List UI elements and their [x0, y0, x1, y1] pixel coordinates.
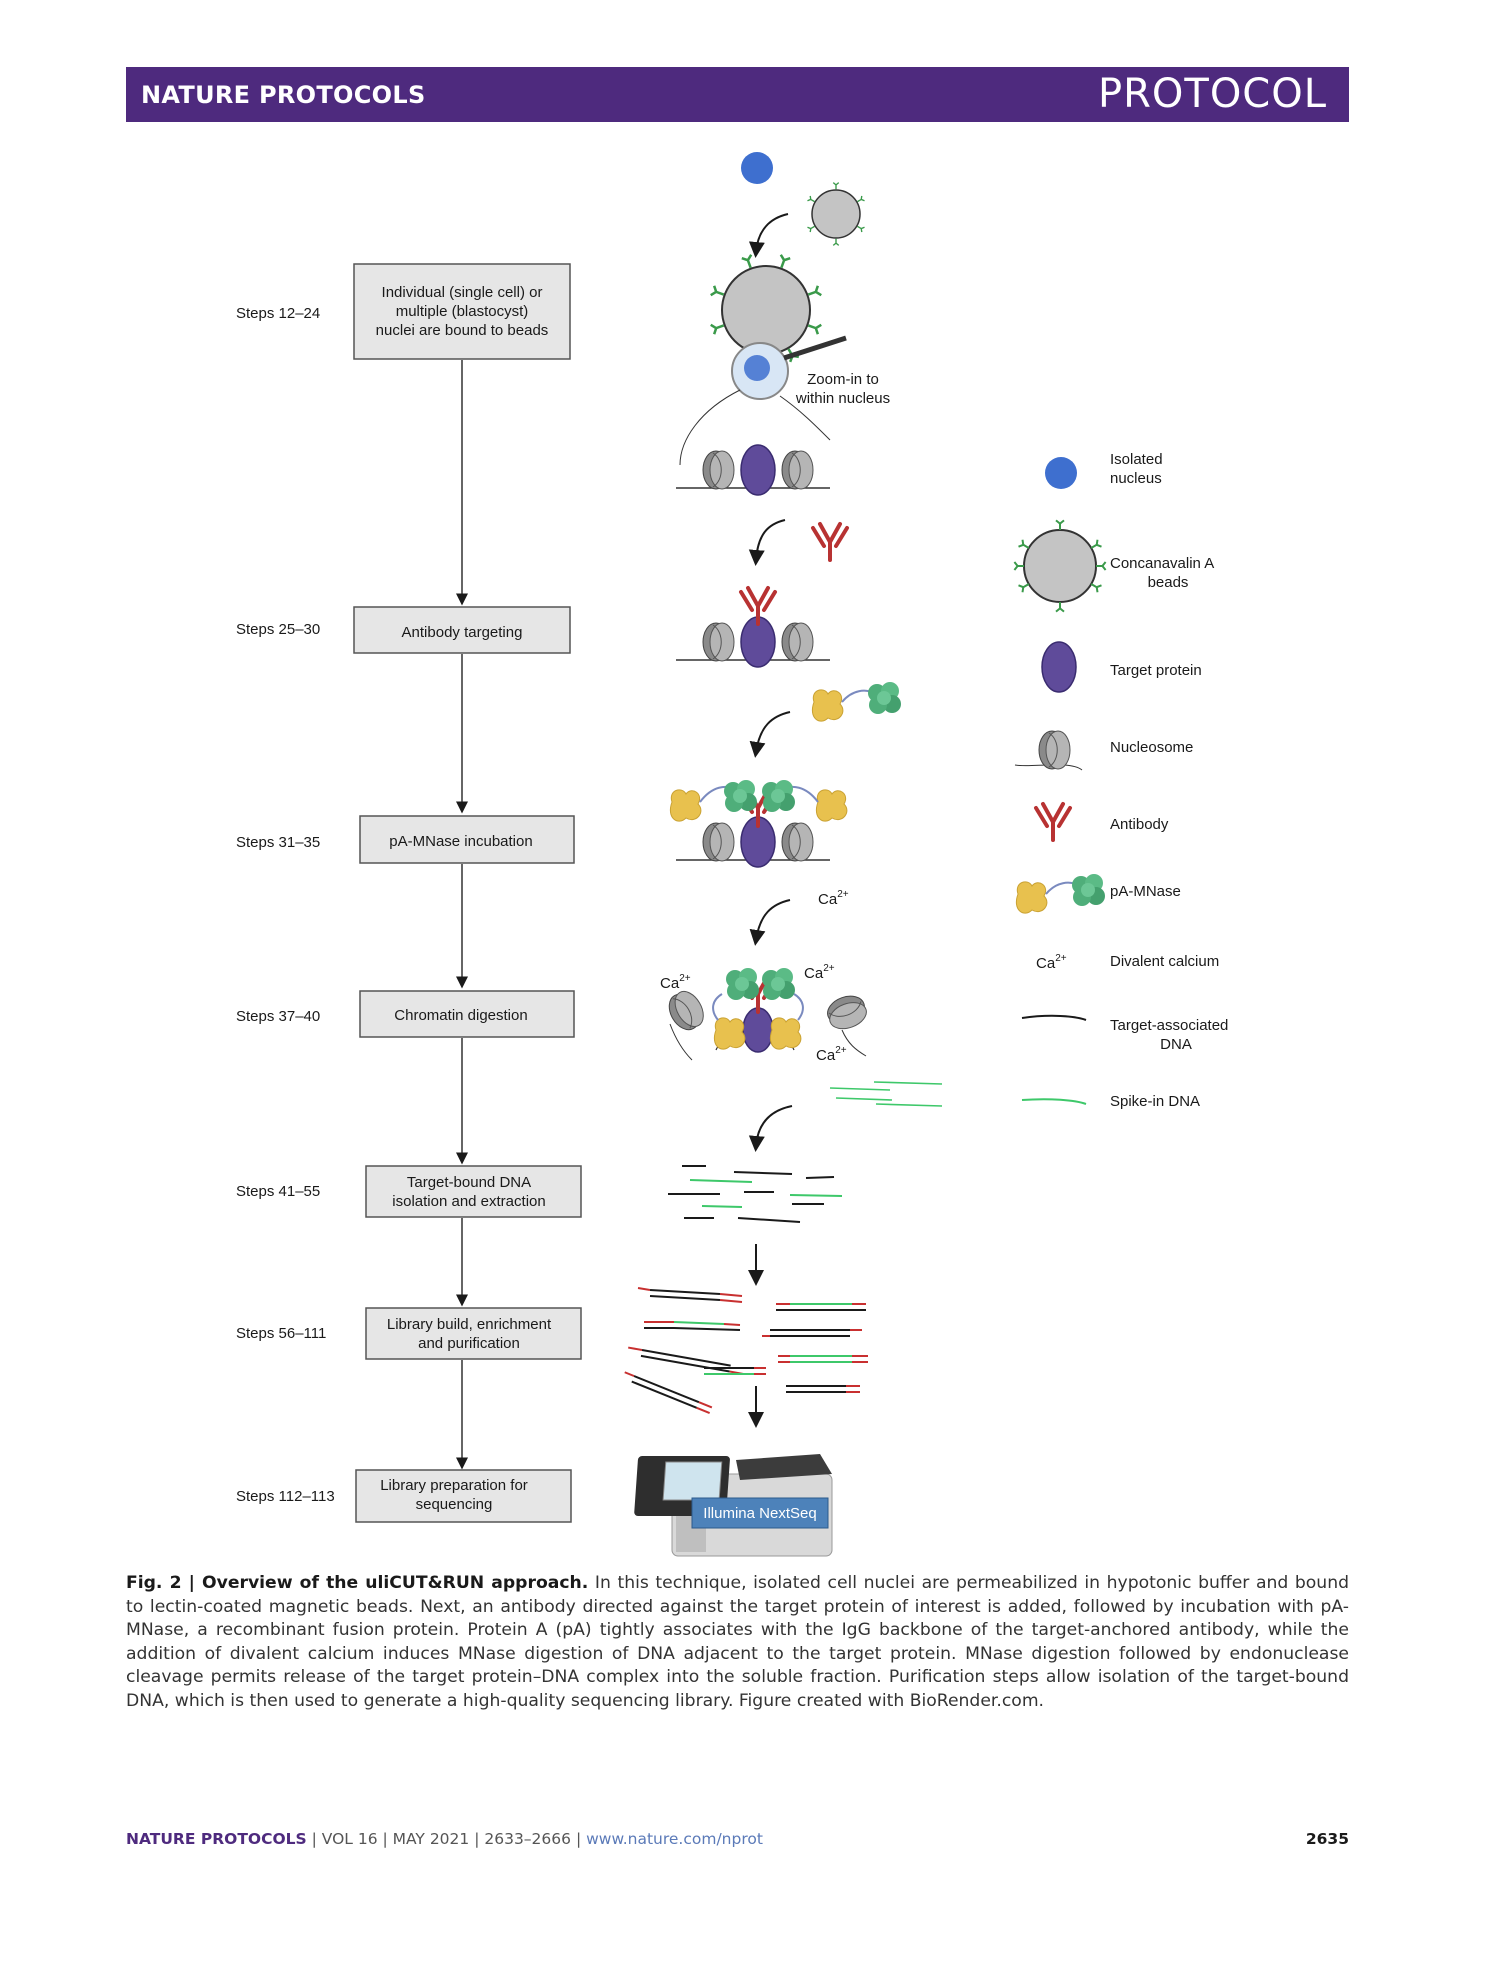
antibody-icon [811, 522, 849, 562]
svg-text:sequencing: sequencing [416, 1496, 493, 1513]
step-range-label: Steps 112–113 [236, 1488, 335, 1505]
svg-text:Target protein: Target protein [1110, 662, 1202, 679]
dna-fragments [668, 1165, 843, 1223]
curved-arrow-icon [748, 213, 789, 258]
svg-text:pA-MNase incubation: pA-MNase incubation [389, 833, 532, 850]
page-number: 2635 [1305, 1830, 1349, 1848]
svg-text:Isolated: Isolated [1110, 451, 1163, 468]
svg-text:isolation and extraction: isolation and extraction [392, 1193, 545, 1210]
bead-icon [1013, 519, 1107, 613]
svg-text:nuclei are bound to beads: nuclei are bound to beads [376, 322, 549, 339]
sequencer-label: Illumina NextSeq [703, 1505, 816, 1522]
svg-text:Ca2+: Ca2+ [816, 1045, 847, 1064]
target-protein-icon [1041, 641, 1077, 693]
svg-text:DNA: DNA [1160, 1036, 1192, 1053]
legend: Isolated nucleus Concanavalin A beads Ta… [1013, 451, 1228, 1110]
calcium-icon: Ca2+ [1036, 953, 1067, 972]
footer-pages: 2633–2666 [484, 1830, 572, 1848]
zoom-label: Zoom-in to [807, 371, 879, 388]
figure-2: Steps 12–24 Individual (single cell) or … [236, 152, 1228, 1557]
svg-text:Antibody targeting: Antibody targeting [402, 624, 523, 641]
dna-line-icon [1021, 1014, 1087, 1021]
journal-name: NATURE PROTOCOLS [141, 81, 426, 109]
pa-mnase-icon [1015, 874, 1105, 914]
step-range-label: Steps 25–30 [236, 621, 320, 638]
svg-text:beads: beads [1148, 574, 1189, 591]
svg-text:Spike-in DNA: Spike-in DNA [1110, 1093, 1200, 1110]
svg-text:Concanavalin A: Concanavalin A [1110, 555, 1214, 572]
footer-journal: NATURE PROTOCOLS [126, 1830, 307, 1848]
svg-text:Ca2+: Ca2+ [660, 973, 691, 992]
illustration: Zoom-in to within nucleus [624, 152, 943, 1557]
figure-caption: Fig. 2 | Overview of the uliCUT&RUN appr… [126, 1572, 1349, 1714]
footer-volume: VOL 16 [321, 1830, 378, 1848]
article-type: PROTOCOL [1097, 71, 1327, 117]
target-protein-icon [740, 444, 776, 496]
svg-text:Chromatin digestion: Chromatin digestion [394, 1007, 527, 1024]
chromatin-state-4: Ca2+ Ca2+ Ca2+ [660, 963, 871, 1064]
svg-text:Library build, enrichment: Library build, enrichment [387, 1316, 552, 1333]
svg-text:Antibody: Antibody [1110, 816, 1169, 833]
svg-text:and purification: and purification [418, 1335, 520, 1352]
svg-text:pA-MNase: pA-MNase [1110, 883, 1181, 900]
svg-text:Target-bound DNA: Target-bound DNA [407, 1174, 531, 1191]
flow-step-6: Steps 56–111 Library build, enrichment a… [236, 1307, 582, 1360]
svg-text:nucleus: nucleus [1110, 470, 1162, 487]
magnifier-icon [731, 335, 847, 400]
svg-text:Divalent calcium: Divalent calcium [1110, 953, 1219, 970]
chromatin-state-2 [676, 586, 830, 668]
antibody-icon [1034, 802, 1072, 842]
nucleus-icon [741, 152, 773, 184]
footer-date: MAY 2021 [392, 1830, 470, 1848]
flow-step-3: Steps 31–35 pA-MNase incubation [236, 815, 575, 864]
caption-body: In this technique, isolated cell nuclei … [126, 1573, 1349, 1711]
flow-step-1: Steps 12–24 Individual (single cell) or … [236, 263, 571, 360]
step-range-label: Steps 37–40 [236, 1008, 320, 1025]
chromatin-state-3 [669, 780, 848, 868]
svg-text:Nucleosome: Nucleosome [1110, 739, 1193, 756]
svg-text:Target-associated: Target-associated [1110, 1017, 1228, 1034]
pa-mnase-icon [811, 682, 901, 722]
spike-in-dna [829, 1081, 943, 1107]
flow-step-7: Steps 112–113 Library preparation for se… [236, 1469, 572, 1523]
svg-text:Individual (single cell) or: Individual (single cell) or [382, 284, 543, 301]
bead-icon [806, 181, 866, 247]
sequencer-icon: Illumina NextSeq [634, 1454, 833, 1557]
nucleosome-icon [1014, 730, 1083, 771]
library-fragments [624, 1287, 868, 1414]
spike-in-line-icon [1021, 1098, 1087, 1105]
caption-title: Fig. 2 | Overview of the uliCUT&RUN appr… [126, 1573, 589, 1593]
footer-url[interactable]: www.nature.com/nprot [586, 1830, 763, 1848]
svg-text:within nucleus: within nucleus [795, 390, 890, 407]
svg-text:Library preparation for: Library preparation for [380, 1477, 528, 1494]
step-range-label: Steps 56–111 [236, 1325, 326, 1342]
step-range-label: Steps 12–24 [236, 305, 320, 322]
svg-text:Ca2+: Ca2+ [804, 963, 835, 982]
flow-step-4: Steps 37–40 Chromatin digestion [236, 990, 575, 1038]
nucleus-icon [1045, 457, 1077, 489]
journal-header: NATURE PROTOCOLS PROTOCOL [126, 67, 1349, 122]
step-range-label: Steps 31–35 [236, 834, 320, 851]
step-range-label: Steps 41–55 [236, 1183, 320, 1200]
svg-text:multiple (blastocyst): multiple (blastocyst) [396, 303, 529, 320]
flowchart: Steps 12–24 Individual (single cell) or … [236, 263, 582, 1523]
chromatin-state-1 [676, 444, 830, 496]
calcium-label: Ca2+ [818, 889, 849, 908]
flow-step-2: Steps 25–30 Antibody targeting [236, 606, 571, 654]
flow-step-5: Steps 41–55 Target-bound DNA isolation a… [236, 1165, 582, 1218]
page-footer: NATURE PROTOCOLS | VOL 16 | MAY 2021 | 2… [126, 1830, 1349, 1848]
